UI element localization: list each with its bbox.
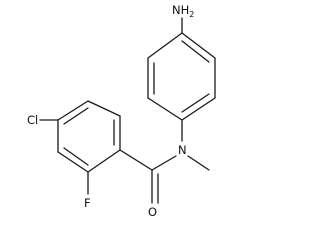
bond (119, 149, 153, 171)
bond (181, 97, 216, 121)
chlorofluorophenyl-ring (57, 100, 121, 173)
inner-double-bond (63, 107, 89, 125)
bond (57, 100, 89, 121)
aminophenyl-ring (147, 32, 216, 121)
inner-double-bond (181, 93, 210, 113)
fluorine-label: F (84, 196, 91, 210)
inner-double-bond (181, 40, 210, 63)
bond (57, 151, 89, 173)
oxygen-label: O (148, 205, 157, 219)
bond (181, 32, 216, 59)
bond (151, 155, 177, 171)
chlorine-label: Cl (27, 113, 38, 127)
bond (147, 97, 183, 121)
molecule-structure: NH2 N O Cl F (27, 3, 216, 219)
bond (87, 149, 121, 173)
inner-double-bond (63, 147, 89, 166)
bond (147, 32, 183, 59)
methyl-bond (187, 155, 210, 171)
amine-label: NH2 (172, 3, 194, 19)
nitrogen-label: N (178, 143, 187, 157)
bond (87, 100, 121, 117)
